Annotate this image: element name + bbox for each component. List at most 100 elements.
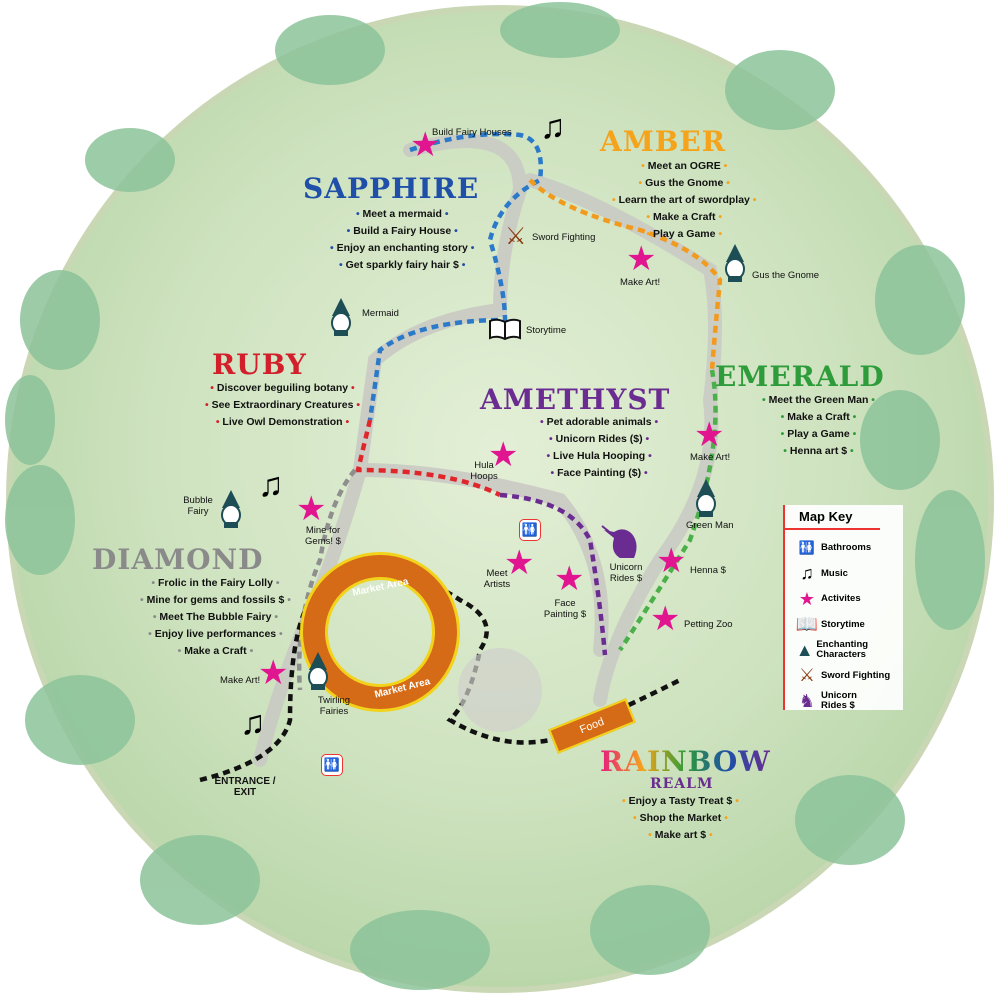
gnome-icon <box>696 479 716 517</box>
music-note-icon: ♫ <box>258 466 284 504</box>
key-item-music: ♫ Music <box>785 561 903 587</box>
spot-face-painting: Face Painting $ <box>543 598 587 620</box>
spot-mine-for-gems: Mine for Gems! $ <box>305 525 341 547</box>
book-icon: 📖 <box>795 614 819 635</box>
map-key-title: Map Key <box>799 509 853 524</box>
star-icon: ★ <box>504 544 535 582</box>
zone-item: Enjoy a Tasty Treat $ <box>622 793 739 810</box>
zone-list-diamond: Frolic in the Fairy LollyMine for gems a… <box>140 575 291 660</box>
spot-unicorn-rides: Unicorn Rides $ <box>609 562 643 584</box>
zone-item: Face Painting ($) <box>540 465 658 482</box>
key-item-sword-fighting: ⚔Sword Fighting <box>785 663 903 689</box>
gnome-icon <box>221 490 241 528</box>
zone-item: Play a Game <box>612 226 756 243</box>
spot-bubble-fairy: Bubble Fairy <box>183 495 213 517</box>
bathroom-icon: 🚻 <box>519 519 541 541</box>
zone-item: Enjoy live performances <box>140 626 291 643</box>
key-label: Unicorn Rides $ <box>821 690 857 712</box>
music-note-icon: ♫ <box>540 108 566 146</box>
zone-item: Pet adorable animals <box>540 414 658 431</box>
zone-item: Live Hula Hooping <box>540 448 658 465</box>
star-icon: ★ <box>488 436 519 474</box>
spot-hula-hoops: Hula Hoops <box>470 460 498 482</box>
zone-item: Frolic in the Fairy Lolly <box>140 575 291 592</box>
star-icon: ★ <box>554 560 585 598</box>
zone-item: Gus the Gnome <box>612 175 756 192</box>
divider <box>785 528 880 530</box>
key-label: Activites <box>821 593 861 605</box>
gnome-icon <box>725 244 745 282</box>
star-icon: ★ <box>798 588 816 609</box>
star-icon: ★ <box>258 654 289 692</box>
spot-henna: Henna $ <box>690 565 726 576</box>
spot-make-art-diamond: Make Art! <box>220 675 261 686</box>
spot-petting-zoo: Petting Zoo <box>684 619 733 630</box>
music-note-icon: ♫ <box>240 704 266 742</box>
zone-item: Live Owl Demonstration <box>205 414 360 431</box>
key-label: Enchanting Characters <box>816 639 869 661</box>
zone-subtitle-rainbow: REALM <box>650 776 714 792</box>
spot-green-man: Green Man <box>686 520 734 531</box>
zone-title-amethyst: AMETHYST <box>480 383 671 416</box>
zone-title-diamond: DIAMOND <box>92 543 264 576</box>
swords-icon: ⚔ <box>798 665 816 686</box>
zone-title-emerald: EMERALD <box>715 360 885 393</box>
zone-item: Make a Craft <box>140 643 291 660</box>
key-item-characters: ▲Enchanting Characters <box>785 638 903 664</box>
key-item-bathrooms: 🚻 Bathrooms <box>785 536 903 562</box>
zone-title-amber: AMBER <box>600 125 726 158</box>
spot-mermaid: Mermaid <box>362 308 399 319</box>
spot-sword-fighting: Sword Fighting <box>532 232 596 243</box>
zone-item: Discover beguiling botany <box>205 380 360 397</box>
key-label: Music <box>821 567 848 579</box>
gnome-icon: ▲ <box>795 639 814 660</box>
zone-item: Meet an OGRE <box>612 158 756 175</box>
star-icon: ★ <box>694 416 725 454</box>
spot-make-art-emerald: Make Art! <box>690 452 731 463</box>
star-icon: ★ <box>656 542 687 580</box>
zone-item: Build a Fairy House <box>330 223 474 240</box>
spot-gus-the-gnome: Gus the Gnome <box>752 270 820 281</box>
zone-item: Meet The Bubble Fairy <box>140 609 291 626</box>
gnome-icon <box>308 652 328 690</box>
zone-item: Enjoy an enchanting story <box>330 240 474 257</box>
zone-item: Mine for gems and fossils $ <box>140 592 291 609</box>
star-icon: ★ <box>410 126 441 164</box>
zone-item: Make art $ <box>622 827 739 844</box>
zone-item: Play a Game <box>762 426 875 443</box>
zone-item: See Extraordinary Creatures <box>205 397 360 414</box>
music-note-icon: ♫ <box>800 563 814 584</box>
zone-item: Meet the Green Man <box>762 392 875 409</box>
map-key: Map Key 🚻 Bathrooms ♫ Music ★ Activites 📖St… <box>783 505 903 711</box>
spot-twirling-fairies: Twirling Fairies <box>317 695 351 717</box>
zone-item: Make a Craft <box>762 409 875 426</box>
spot-build-fairy-houses: Build Fairy Houses <box>432 127 512 138</box>
zone-item: Get sparkly fairy hair $ <box>330 257 474 274</box>
gnome-icon <box>331 298 351 336</box>
star-icon: ★ <box>296 490 327 528</box>
zone-title-ruby: RUBY <box>212 348 307 381</box>
zone-title-sapphire: SAPPHIRE <box>303 172 480 205</box>
entrance-exit-label[interactable]: ENTRANCE / EXIT <box>214 776 276 798</box>
key-item-unicorn-rides: ♞Unicorn Rides $ <box>785 689 903 715</box>
book-icon <box>489 318 521 340</box>
spot-make-art-amber: Make Art! <box>620 277 661 288</box>
bathroom-icon: 🚻 <box>798 540 816 556</box>
bathroom-icon: 🚻 <box>321 754 343 776</box>
star-icon: ★ <box>626 240 657 278</box>
zone-item: Unicorn Rides ($) <box>540 431 658 448</box>
zone-title-rainbow: RAINBOW <box>600 745 771 778</box>
spot-storytime: Storytime <box>526 325 567 336</box>
key-label: Bathrooms <box>821 542 872 554</box>
star-icon: ★ <box>650 600 681 638</box>
zone-item: Meet a mermaid <box>330 206 474 223</box>
unicorn-icon <box>601 525 637 558</box>
zone-list-emerald: Meet the Green ManMake a CraftPlay a Gam… <box>762 392 875 460</box>
swords-icon: ⚔ <box>505 223 527 250</box>
key-label: Storytime <box>821 618 865 630</box>
spot-meet-artists: Meet Artists <box>483 568 511 590</box>
zone-list-amethyst: Pet adorable animalsUnicorn Rides ($)Liv… <box>540 414 658 482</box>
